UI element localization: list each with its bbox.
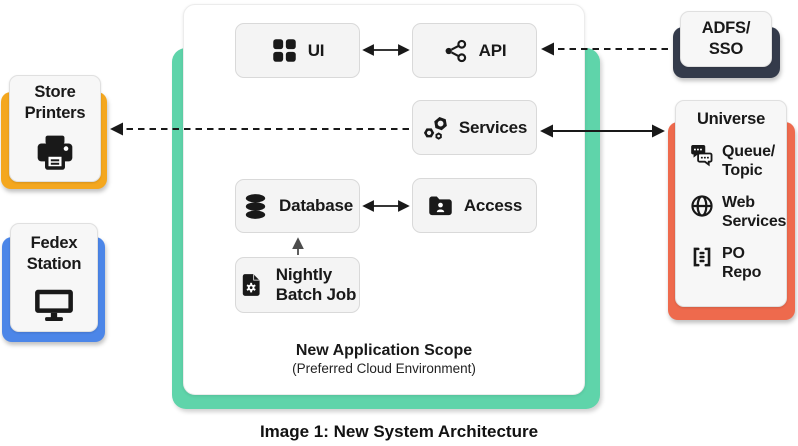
universe-items: Queue/ Topic Web Services: [676, 142, 786, 282]
node-access: Access: [412, 178, 537, 233]
share-icon: [443, 38, 469, 64]
universe-card: Universe Queue/ Topic: [675, 100, 787, 307]
scope-label: New Application Scope (Preferred Cloud E…: [183, 341, 585, 377]
node-services: Services: [412, 100, 537, 155]
card-title: Universe: [696, 110, 766, 128]
folder-user-icon: [427, 192, 454, 219]
fedex-station-card: Fedex Station: [10, 223, 98, 332]
node-label: API: [478, 40, 507, 60]
node-label: Services: [458, 117, 528, 137]
store-printers-card: Store Printers: [9, 75, 101, 182]
card-title: Store Printers: [24, 83, 86, 122]
printer-icon: [34, 132, 76, 174]
universe-item-web-services: Web Services: [689, 193, 786, 231]
node-label: Nightly Batch Job: [275, 265, 357, 304]
file-gear-icon: [239, 272, 265, 298]
card-title: ADFS/ SSO: [701, 19, 751, 58]
scope-subtitle: (Preferred Cloud Environment): [292, 361, 476, 376]
node-label: Access: [463, 195, 523, 215]
chat-bubbles-icon: [689, 142, 715, 168]
adfs-sso-card: ADFS/ SSO: [680, 11, 772, 67]
database-icon: [242, 193, 269, 220]
node-database: Database: [235, 179, 360, 233]
node-label: UI: [307, 40, 325, 60]
universe-item-label: Web Services: [722, 194, 787, 230]
node-ui: UI: [235, 23, 360, 78]
node-nightly-batch-job: Nightly Batch Job: [235, 257, 360, 313]
node-label: Database: [279, 196, 353, 215]
card-title: Fedex Station: [26, 234, 82, 273]
globe-icon: [689, 193, 715, 219]
node-api: API: [412, 23, 537, 78]
scope-title: New Application Scope: [295, 342, 473, 359]
universe-item-po-repo: PO Repo: [689, 244, 786, 282]
image-caption: Image 1: New System Architecture: [259, 422, 539, 441]
universe-item-label: PO Repo: [722, 245, 762, 281]
bracket-list-icon: [689, 244, 715, 270]
universe-item-label: Queue/ Topic: [722, 143, 776, 179]
universe-item-queue-topic: Queue/ Topic: [689, 142, 786, 180]
grid-icon: [271, 37, 298, 64]
monitor-icon: [33, 284, 75, 326]
gears-icon: [422, 114, 449, 141]
